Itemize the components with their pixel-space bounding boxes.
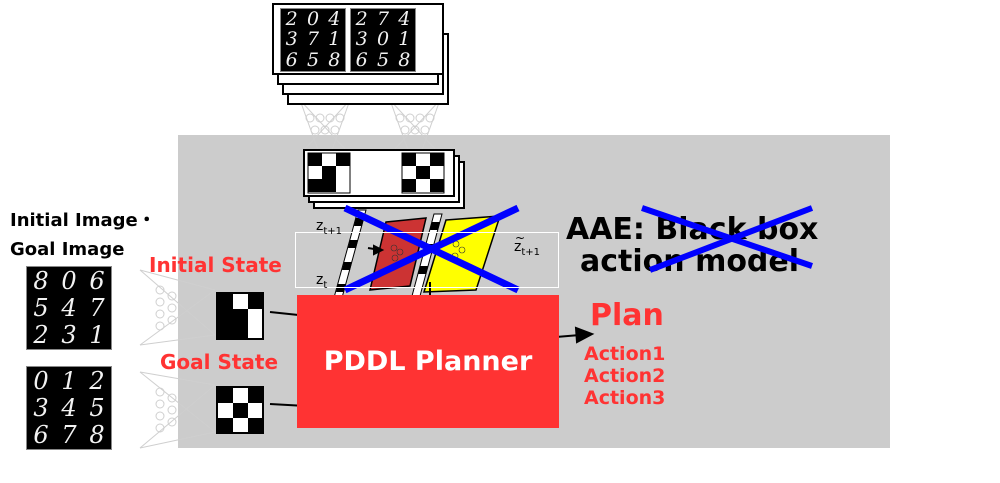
z-t-label: zt	[316, 272, 327, 291]
digit: 3	[355, 28, 368, 51]
initial-state-label: Initial State	[149, 253, 282, 277]
z-symbol: z	[316, 218, 324, 234]
digit: 2	[89, 366, 105, 395]
subscript: t	[323, 279, 328, 291]
digit: 5	[306, 49, 320, 72]
digit: 8	[328, 49, 341, 72]
digit: 6	[285, 49, 298, 72]
digit: 8	[33, 266, 49, 295]
digit: 0	[376, 28, 390, 51]
goal-state-label: Goal State	[160, 350, 279, 374]
action-list: Action1 Action2 Action3	[584, 343, 665, 409]
digit: 3	[285, 28, 298, 51]
digit: 0	[306, 7, 320, 30]
digit: 1	[398, 28, 411, 51]
digit: 7	[376, 7, 390, 30]
digit: 7	[89, 293, 105, 322]
digit: 6	[33, 421, 49, 450]
z-symbol: z	[316, 272, 324, 288]
digit: 2	[33, 321, 49, 350]
digit: 1	[328, 28, 341, 51]
subscript: t+1	[323, 225, 343, 237]
left-encoder-network	[139, 269, 216, 449]
digit: 6	[89, 266, 105, 295]
digit: 2	[285, 7, 298, 30]
reconstruction-stack	[303, 149, 465, 209]
z-tilde-label: ~ zt+1	[514, 232, 540, 258]
digit: 4	[398, 7, 411, 30]
digit: 7	[306, 28, 320, 51]
plan-title: Plan	[590, 298, 664, 333]
digit: 5	[89, 393, 105, 422]
digit: 2	[355, 7, 368, 30]
digit: 6	[355, 49, 368, 72]
digit: 0	[61, 266, 77, 295]
z-t-plus-1-label: zt+1	[316, 218, 342, 237]
digit: 3	[61, 321, 77, 350]
action-item: Action2	[584, 365, 666, 387]
aae-title: AAE: Black box	[566, 212, 818, 247]
digit: 8	[89, 421, 105, 450]
initial-goal-image-label: Initial Image・ Goal Image	[10, 210, 156, 260]
aae-prefix: AAE:	[566, 212, 645, 247]
initial-image: 8 0 6 5 4 7 2 3 1	[26, 266, 112, 350]
goal-state-puzzle	[216, 386, 264, 434]
digit: 4	[328, 7, 341, 30]
latent-bit-strips	[331, 209, 443, 306]
initial-state-puzzle	[216, 292, 264, 340]
digit: 8	[398, 49, 411, 72]
subscript: t+1	[521, 246, 541, 258]
digit: 7	[61, 421, 77, 450]
top-image-right: 2 7 4 3 0 1 6 5 8	[350, 8, 416, 72]
digit: 5	[376, 49, 390, 72]
digit: 4	[61, 393, 77, 422]
pddl-planner-box	[297, 295, 559, 428]
digit: 4	[61, 293, 77, 322]
z-symbol: z	[514, 239, 522, 255]
digit: 0	[33, 366, 49, 395]
digit: 5	[33, 293, 49, 322]
action-item: Action1	[584, 343, 666, 365]
digit: 1	[61, 366, 77, 395]
digit: 3	[33, 393, 49, 422]
top-image-left: 2 0 4 3 7 1 6 5 8	[280, 8, 346, 72]
crossed-out-icon	[343, 204, 520, 294]
action-item: Action3	[584, 387, 666, 409]
goal-image: 0 1 2 3 4 5 6 7 8	[26, 366, 112, 450]
digit: 1	[89, 321, 105, 350]
planner-label: PDDL Planner	[323, 346, 533, 377]
autoencoder-region	[295, 232, 559, 288]
top-decoder-network	[299, 99, 441, 151]
tilde-accent: ~	[515, 231, 526, 245]
